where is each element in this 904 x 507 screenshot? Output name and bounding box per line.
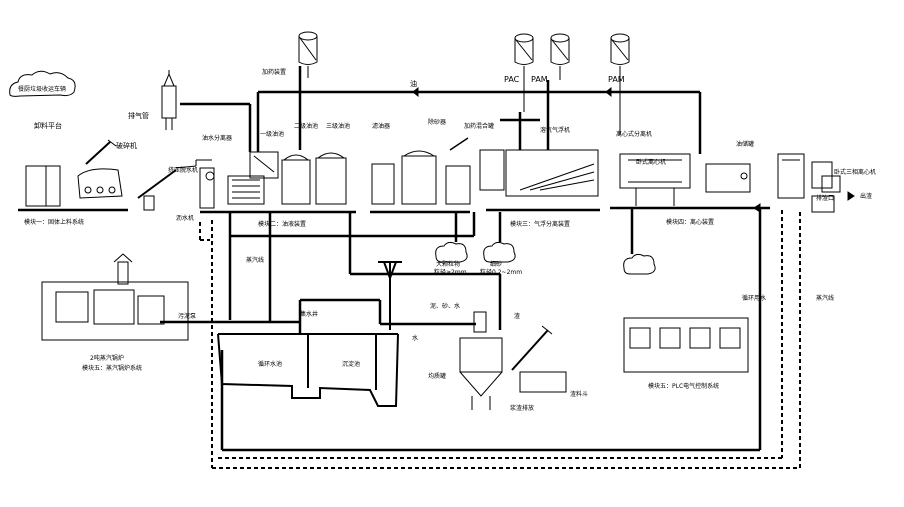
fine-sand-label: 细砂 xyxy=(490,260,502,268)
dosing-label: 加药装置 xyxy=(262,68,286,76)
centrifuge-label: 卧式离心机 xyxy=(636,158,666,166)
tank-pac xyxy=(514,33,534,112)
filter-label: 离心式分离机 xyxy=(616,130,652,138)
sand-label: 除砂器 xyxy=(428,118,446,126)
crusher xyxy=(77,139,123,199)
fine-sand-size: 粒径0.2~2mm xyxy=(480,268,522,276)
module1-label: 模块一：固体上料系统 xyxy=(24,218,84,226)
pump1-label: 一级油池 xyxy=(260,130,284,138)
hopper-label: 渣料斗 xyxy=(570,390,588,398)
pam-label-2: PAM xyxy=(608,75,625,84)
crane xyxy=(378,261,402,330)
module4-equipment xyxy=(619,153,841,213)
module2-equipment xyxy=(199,151,347,209)
tank-top-1 xyxy=(298,31,318,78)
cloud-big-particle xyxy=(435,241,468,263)
screen-label: 沥水机 xyxy=(176,214,194,222)
truck-bin xyxy=(25,165,61,207)
labels: PAC PAM PAM 餐厨垃圾收运车辆 卸料平台 破碎机 排气管 挤压脱水机 … xyxy=(18,68,876,412)
module5-label: 模块五：蒸汽锅炉系统 xyxy=(82,364,142,372)
settle-pool-label: 沉淀池 xyxy=(342,360,360,368)
pump2-label: 二级油池 xyxy=(294,122,318,130)
oil-tank-label: 油水分离器 xyxy=(202,134,232,142)
dehydrator-label: 挤压脱水机 xyxy=(168,166,198,174)
module3-label: 模块三：气浮分离装置 xyxy=(510,220,570,228)
big-particle-size: 粒径≥2mm xyxy=(434,268,467,276)
lift-screw xyxy=(511,325,567,393)
base-platform xyxy=(18,206,770,214)
truck-cloud xyxy=(9,70,76,97)
homogenize-label: 均质罐 xyxy=(428,372,446,380)
sewage-label: 渣 xyxy=(514,312,520,320)
steam-line-label-1: 蒸汽线 xyxy=(246,256,264,264)
plc-building xyxy=(623,317,749,373)
screw-conveyor xyxy=(137,159,212,211)
floc-label: 加药混合罐 xyxy=(464,122,494,130)
mix-pump-label: 污泥泵 xyxy=(178,312,196,320)
gas-vent xyxy=(161,70,177,130)
module2-label: 模块二：油液装置 xyxy=(258,220,306,228)
pipelines xyxy=(160,66,762,452)
gasket-label: 排渣口 xyxy=(816,194,834,202)
recycle-pool-label: 循环水池 xyxy=(258,360,282,368)
arrows xyxy=(412,86,855,213)
truck-label: 餐厨垃圾收运车辆 xyxy=(18,85,66,93)
bin-label: 卸料平台 xyxy=(34,121,62,130)
mud-label: 泥、砂、水 xyxy=(430,302,460,310)
module6-label: 模块五：PLC电气控制系统 xyxy=(648,382,719,390)
module4-label: 模块四：离心装置 xyxy=(666,218,714,226)
oil-label: 油 xyxy=(410,79,417,88)
return-water-label: 循环用水 xyxy=(742,294,766,302)
collect-label: 集水井 xyxy=(300,310,318,318)
oil-sep-label: 滤油器 xyxy=(372,122,390,130)
boiler-label: 2吨蒸汽锅炉 xyxy=(90,354,124,362)
module3-equipment xyxy=(371,137,599,205)
steam-line-label-2: 蒸汽线 xyxy=(816,294,834,302)
slurry-label: 浆渣排放 xyxy=(510,404,534,412)
crusher-label: 破碎机 xyxy=(116,141,137,150)
airfloat-label: 溶气气浮机 xyxy=(540,126,570,134)
water-label: 水 xyxy=(412,334,418,342)
tank-pam-2 xyxy=(610,33,630,135)
pac-label: PAC xyxy=(504,75,520,84)
oil-storage-label: 油储罐 xyxy=(736,140,754,148)
big-particle-label: 大颗粒物 xyxy=(436,260,460,268)
boiler xyxy=(41,253,189,341)
three-phase-label: 卧式三相离心机 xyxy=(834,168,876,176)
slag-out-label: 出渣 xyxy=(860,192,872,200)
recycle-pools xyxy=(217,333,399,407)
cloud-fine-sand xyxy=(483,241,516,263)
pam-label-1: PAM xyxy=(531,75,548,84)
homogenize-tank xyxy=(459,311,503,410)
tank3-label: 三级油池 xyxy=(326,122,350,130)
tank-pam-1 xyxy=(550,33,570,80)
steam-lines xyxy=(199,210,801,469)
cloud-centrifuge xyxy=(623,253,656,275)
gas-label: 排气管 xyxy=(128,111,149,120)
